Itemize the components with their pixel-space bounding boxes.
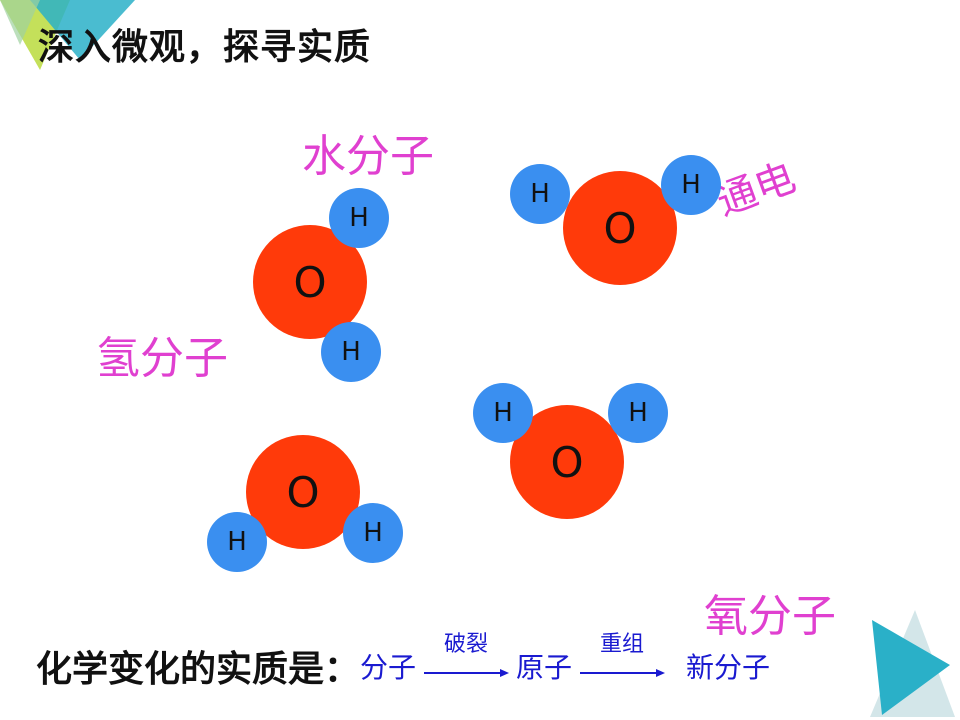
hydrogen-atom: H bbox=[661, 155, 721, 215]
hydrogen-atom: H bbox=[321, 322, 381, 382]
chain-step-atom: 原子 bbox=[516, 651, 573, 684]
hydrogen-atom: H bbox=[343, 503, 403, 563]
hydrogen-atom: H bbox=[473, 383, 533, 443]
corner-decoration-bottom-right bbox=[870, 610, 955, 717]
chain-step-molecule: 分子 bbox=[360, 651, 417, 684]
oxygen-atom: O bbox=[563, 171, 677, 285]
hydrogen-atom: H bbox=[207, 512, 267, 572]
hydrogen-atom: H bbox=[329, 188, 389, 248]
arrow-right-icon bbox=[580, 669, 666, 677]
hydrogen-atom: H bbox=[608, 383, 668, 443]
hydrogen-molecule-label: 氢分子 bbox=[96, 333, 228, 384]
oxygen-molecule-label: 氧分子 bbox=[704, 591, 836, 642]
hydrogen-atom: H bbox=[510, 164, 570, 224]
electrolysis-label: 通电 bbox=[710, 154, 802, 226]
arrow-right-icon bbox=[424, 669, 510, 677]
summary-label: 化学变化的实质是： bbox=[36, 649, 361, 690]
chain-step-new-molecule: 新分子 bbox=[686, 651, 771, 684]
oxygen-atom: O bbox=[510, 405, 624, 519]
water-molecule-label: 水分子 bbox=[302, 131, 434, 182]
oxygen-atom: O bbox=[246, 435, 360, 549]
break-arrow-label: 破裂 bbox=[444, 632, 489, 657]
slide-title: 深入微观，探寻实质 bbox=[38, 27, 372, 68]
chemical-change-summary: 化学变化的实质是： 分子 破裂 原子 重组 新分子 bbox=[36, 632, 771, 692]
break-arrow: 破裂 bbox=[422, 632, 510, 686]
recombine-arrow-label: 重组 bbox=[600, 632, 645, 657]
recombine-arrow: 重组 bbox=[578, 632, 666, 686]
corner-decoration-top-left bbox=[0, 0, 135, 70]
